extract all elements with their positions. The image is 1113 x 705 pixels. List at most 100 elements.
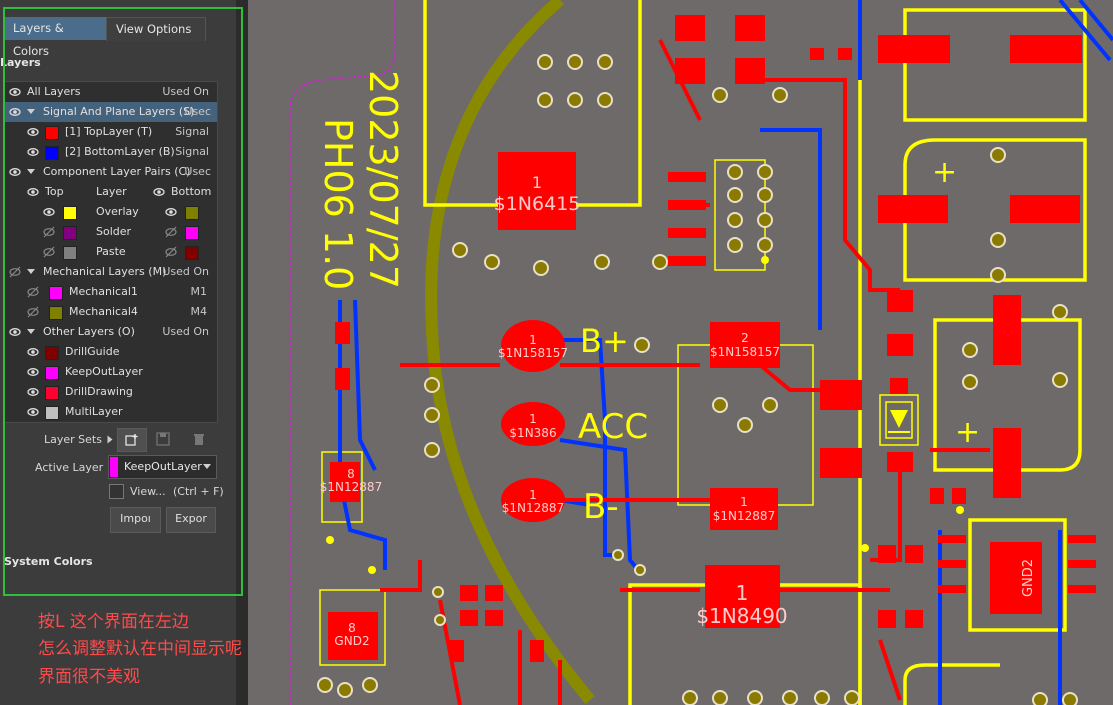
view-checkbox[interactable] [109, 484, 124, 499]
r2-pin-num: 2 [741, 331, 749, 345]
row-component-layer-pairs[interactable]: Component Layer Pairs (C) Usec [5, 162, 217, 182]
row-right-label: Used On [162, 85, 209, 98]
eye-hidden-icon[interactable] [43, 226, 55, 238]
bminus-label: B- [583, 487, 619, 527]
row-label: MultiLayer [65, 405, 123, 418]
color-swatch[interactable] [45, 386, 59, 400]
row-label: Signal And Plane Layers (S) [43, 105, 195, 118]
row-bottom-layer[interactable]: [2] BottomLayer (B) Signal [5, 142, 217, 162]
eye-hidden-icon[interactable] [43, 246, 55, 258]
eye-icon[interactable] [27, 406, 39, 418]
eye-icon[interactable] [9, 166, 21, 178]
eye-icon[interactable] [27, 146, 39, 158]
chevron-right-icon[interactable] [107, 435, 113, 444]
eye-icon[interactable] [27, 366, 39, 378]
panel-splitter[interactable] [236, 0, 248, 705]
eye-icon[interactable] [165, 206, 177, 218]
row-label: Mechanical1 [69, 285, 138, 298]
eye-hidden-icon[interactable] [165, 246, 177, 258]
layers-list: All Layers Used On Signal And Plane Laye… [4, 81, 218, 423]
row-drilldrawing[interactable]: DrillDrawing [5, 382, 217, 402]
color-swatch[interactable] [45, 406, 59, 420]
eye-hidden-icon[interactable] [9, 266, 21, 278]
row-label: DrillGuide [65, 345, 120, 358]
view-shortcut-label: (Ctrl + F) [173, 485, 224, 498]
section-layers-title: Layers [0, 56, 41, 69]
delete-icon[interactable] [192, 432, 206, 449]
eye-icon[interactable] [9, 86, 21, 98]
row-paste[interactable]: Paste [5, 242, 217, 262]
row-all-layers[interactable]: All Layers Used On [5, 82, 217, 102]
row-label: All Layers [27, 85, 81, 98]
row-label: [2] BottomLayer (B) [65, 145, 175, 158]
chevron-down-icon[interactable] [27, 109, 35, 114]
tab-layers-colors[interactable]: Layers & Colors [4, 17, 112, 58]
row-label: Component Layer Pairs (C) [43, 165, 191, 178]
color-swatch[interactable] [49, 306, 63, 320]
chevron-down-icon[interactable] [27, 269, 35, 274]
row-keepoutlayer[interactable]: KeepOutLayer [5, 362, 217, 382]
big-name: $1N8490 [696, 604, 787, 628]
system-colors-title[interactable]: System Colors [4, 555, 93, 568]
bottom-color-swatch[interactable] [185, 206, 199, 220]
eye-icon[interactable] [27, 386, 39, 398]
annotation-line-3: 界面很不美观 [38, 667, 140, 687]
row-overlay[interactable]: Overlay [5, 202, 217, 222]
pcb-canvas[interactable]: 2023/07/27 PH06 1.0 B+ ACC B- + + 1 $1N6… [248, 0, 1113, 705]
row-right-label: Used On [162, 265, 209, 278]
bottom-color-swatch[interactable] [185, 246, 199, 260]
eye-hidden-icon[interactable] [27, 306, 39, 318]
color-swatch[interactable] [45, 146, 59, 160]
row-signal-layers[interactable]: Signal And Plane Layers (S) Usec [5, 102, 217, 122]
chevron-down-icon[interactable] [27, 169, 35, 174]
row-solder[interactable]: Solder [5, 222, 217, 242]
eye-icon[interactable] [27, 186, 39, 198]
top-color-swatch[interactable] [63, 226, 77, 240]
eye-icon[interactable] [9, 326, 21, 338]
add-layer-set-button[interactable] [117, 428, 147, 452]
color-swatch[interactable] [45, 366, 59, 380]
row-mechanical1[interactable]: Mechanical1 M1 [5, 282, 217, 302]
row-other-layers[interactable]: Other Layers (O) Used On [5, 322, 217, 342]
annotation-line-1: 按L 这个界面在左边 [38, 612, 189, 632]
top-color-swatch[interactable] [63, 246, 77, 260]
row-multilayer[interactable]: MultiLayer [5, 402, 217, 422]
export-button[interactable]: Expor [166, 507, 216, 533]
chevron-down-icon[interactable] [27, 329, 35, 334]
row-label: Paste [96, 245, 126, 258]
eye-icon[interactable] [153, 186, 165, 198]
gnd2-vertical-label: GND2 [1021, 559, 1036, 597]
row-drillguide[interactable]: DrillGuide [5, 342, 217, 362]
u8-name: $1N12887 [320, 480, 382, 494]
color-swatch[interactable] [45, 346, 59, 360]
eye-hidden-icon[interactable] [165, 226, 177, 238]
d1-pin-num: 1 [529, 333, 537, 347]
active-layer-select[interactable]: KeepOutLayer [108, 455, 217, 479]
u1-name: $1N6415 [494, 193, 581, 215]
bottom-color-swatch[interactable] [185, 226, 199, 240]
eye-icon[interactable] [9, 106, 21, 118]
import-button[interactable]: Impoı [110, 507, 161, 533]
row-top-layer[interactable]: [1] TopLayer (T) Signal [5, 122, 217, 142]
r2-name: $1N158157 [710, 345, 780, 359]
row-mechanical-layers[interactable]: Mechanical Layers (M) Used On [5, 262, 217, 282]
color-swatch[interactable] [45, 126, 59, 140]
row-label: DrillDrawing [65, 385, 133, 398]
eye-icon[interactable] [43, 206, 55, 218]
eye-hidden-icon[interactable] [27, 286, 39, 298]
pcb-date-text: 2023/07/27 [361, 70, 405, 289]
row-label: [1] TopLayer (T) [65, 125, 153, 138]
row-mechanical4[interactable]: Mechanical4 M4 [5, 302, 217, 322]
g8-pin-num: 8 [348, 621, 356, 635]
color-swatch[interactable] [49, 286, 63, 300]
tab-view-options[interactable]: View Options [106, 17, 206, 41]
r1-name: $1N12887 [713, 509, 775, 523]
eye-icon[interactable] [27, 126, 39, 138]
layer-sets-label: Layer Sets [44, 433, 102, 446]
row-right-label: Signal [175, 125, 209, 138]
top-color-swatch[interactable] [63, 206, 77, 220]
d2-name: $1N386 [509, 426, 556, 440]
row-right-label: M4 [190, 305, 208, 318]
save-icon[interactable] [156, 432, 170, 449]
eye-icon[interactable] [27, 346, 39, 358]
